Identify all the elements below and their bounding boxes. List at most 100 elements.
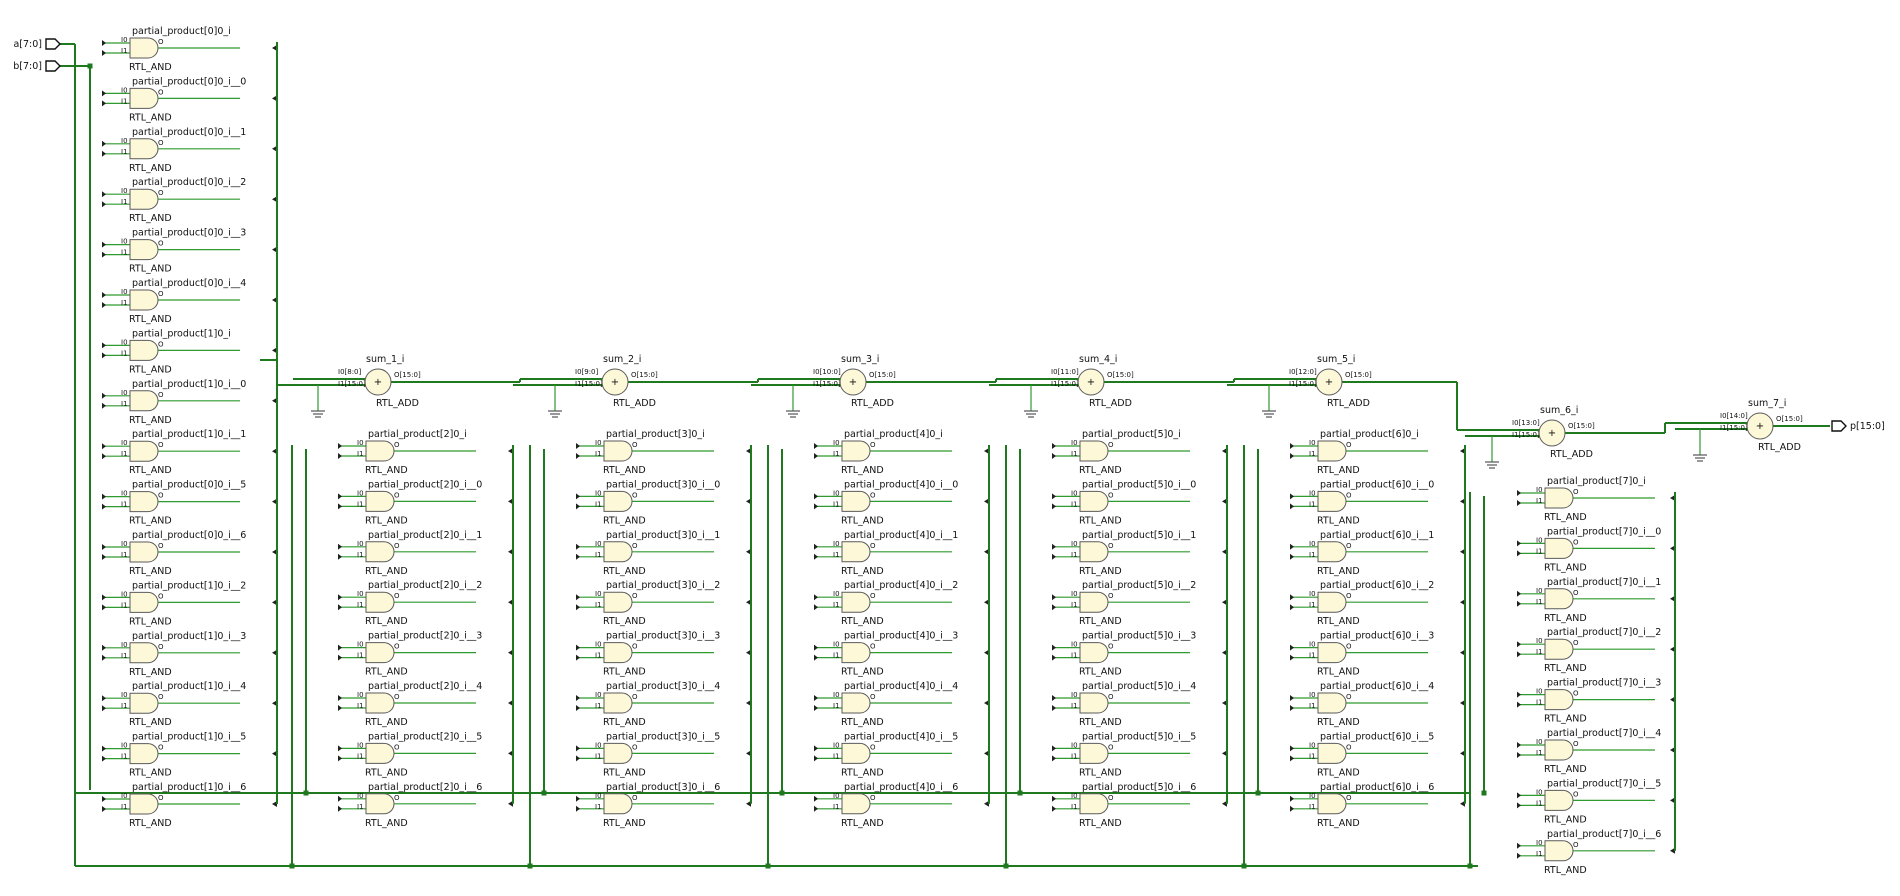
adder-sum_4_i[interactable]: +sum_4_iI0[11:0]I1[15:0]O[15:0]RTL_ADD — [1051, 354, 1134, 409]
and-gate-body[interactable] — [1544, 739, 1574, 761]
and-gate-body[interactable] — [603, 490, 633, 512]
adder-body[interactable] — [1746, 412, 1774, 440]
and-gate-body[interactable] — [129, 339, 159, 361]
and-gate-body[interactable] — [1317, 692, 1347, 714]
and-gate-body[interactable] — [129, 743, 159, 765]
adder-body[interactable] — [601, 368, 629, 396]
and-gate-body[interactable] — [1544, 840, 1574, 862]
adder-sum_5_i[interactable]: +sum_5_iI0[12:0]I1[15:0]O[15:0]RTL_ADD — [1289, 354, 1372, 409]
adder-sum_6_i[interactable]: +sum_6_iI0[13:0]I1[15:0]O[15:0]RTL_ADD — [1512, 405, 1595, 460]
and-gate-body[interactable] — [1079, 692, 1109, 714]
adder-body[interactable] — [839, 368, 867, 396]
adder-sum_3_i[interactable]: +sum_3_iI0[10:0]I1[15:0]O[15:0]RTL_ADD — [813, 354, 896, 409]
and-gate-body[interactable] — [1317, 793, 1347, 815]
and-gate-body[interactable] — [129, 138, 159, 160]
and-gate-body[interactable] — [1317, 642, 1347, 664]
and-gate-body[interactable] — [841, 642, 871, 664]
output-port-p[interactable]: p[15:0] — [1831, 420, 1885, 432]
and-gate-body[interactable] — [603, 440, 633, 462]
and-gate-body[interactable] — [365, 591, 395, 613]
and-gate-body[interactable] — [365, 541, 395, 563]
and-gate-body[interactable] — [841, 692, 871, 714]
and-gate-body[interactable] — [1317, 490, 1347, 512]
and-gate-body[interactable] — [841, 541, 871, 563]
and-gate-body[interactable] — [1544, 789, 1574, 811]
adder-body[interactable] — [1315, 368, 1343, 396]
and-gate-body[interactable] — [1079, 793, 1109, 815]
input-port-b[interactable]: b[7:0] — [13, 60, 61, 72]
and-gate-body[interactable] — [129, 591, 159, 613]
and-gate-body[interactable] — [1079, 541, 1109, 563]
and-gate-body[interactable] — [129, 793, 159, 815]
and-gate-body[interactable] — [129, 541, 159, 563]
and-gate-body[interactable] — [603, 591, 633, 613]
input-port-a[interactable]: a[7:0] — [13, 38, 61, 50]
and-gate-body[interactable] — [1544, 689, 1574, 711]
and-gate-body[interactable] — [1317, 591, 1347, 613]
and-gate-body[interactable] — [841, 591, 871, 613]
and-gate-body[interactable] — [1079, 742, 1109, 764]
adder-sum_2_i[interactable]: +sum_2_iI0[9:0]I1[15:0]O[15:0]RTL_ADD — [575, 354, 658, 409]
and-gate-body[interactable] — [129, 692, 159, 714]
and-gate-body[interactable] — [1317, 742, 1347, 764]
and-gate-body[interactable] — [603, 541, 633, 563]
and-gate-body[interactable] — [603, 742, 633, 764]
and-gate-body[interactable] — [603, 692, 633, 714]
and-gate-body[interactable] — [129, 289, 159, 311]
and-gate-body[interactable] — [129, 491, 159, 513]
adder-body[interactable] — [1538, 419, 1566, 447]
and-gate-body[interactable] — [1544, 487, 1574, 509]
and-gate-body[interactable] — [1079, 642, 1109, 664]
and-gate-body[interactable] — [841, 490, 871, 512]
and-gate-body[interactable] — [1544, 588, 1574, 610]
and-gate-body[interactable] — [129, 239, 159, 261]
and-gate-body[interactable] — [603, 793, 633, 815]
and-gate-body[interactable] — [841, 793, 871, 815]
and-gate-body[interactable] — [365, 692, 395, 714]
and-gate-body[interactable] — [1079, 490, 1109, 512]
and-gate-body[interactable] — [365, 793, 395, 815]
